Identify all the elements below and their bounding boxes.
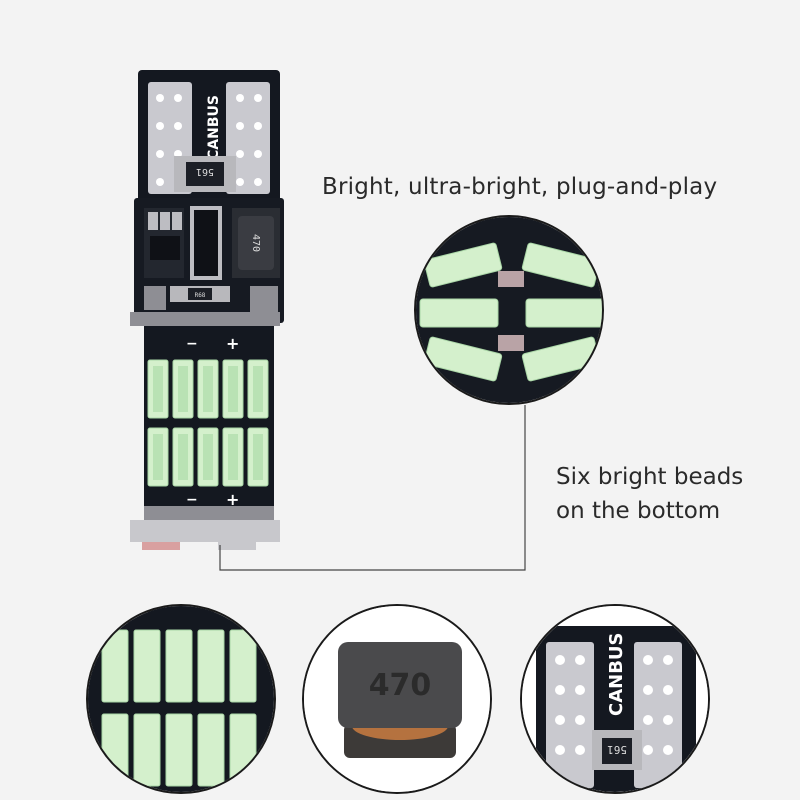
zoom-canbus: CANBUS 561 — [520, 604, 710, 794]
caption-line-1: Six bright beads — [556, 464, 744, 490]
inductor-marking: 470 — [250, 234, 261, 252]
polarity-minus-bottom: − — [186, 492, 198, 508]
caption: Six bright beads on the bottom — [556, 460, 743, 528]
polarity-plus-top: + — [226, 334, 239, 353]
inductor-zoom-marking: 470 — [369, 668, 432, 703]
headline: Bright, ultra-bright, plug-and-play — [322, 174, 718, 200]
canbus-label: CANBUS — [206, 95, 222, 160]
small-resistor-marking: R68 — [195, 292, 206, 299]
canbus-zoom-label: CANBUS — [606, 632, 627, 716]
led-pcb-board: CANBUS 561 470 R68 − + — [130, 60, 290, 560]
zoom-led-grid — [86, 604, 276, 794]
zoom-inductor: 470 — [302, 604, 492, 794]
zoom-six-beads — [414, 215, 604, 405]
caption-line-2: on the bottom — [556, 498, 721, 524]
resistor-zoom-marking: 561 — [607, 743, 627, 756]
resistor-marking: 561 — [196, 166, 214, 177]
polarity-minus-top: − — [186, 336, 198, 352]
